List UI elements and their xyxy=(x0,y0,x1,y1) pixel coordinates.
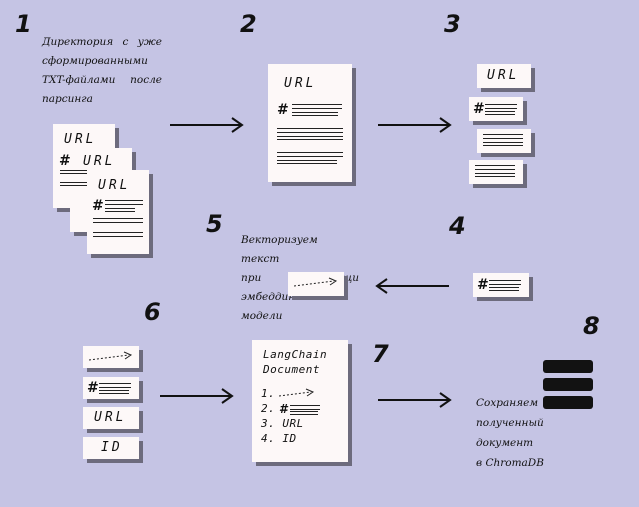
text-line xyxy=(489,287,519,291)
step-number-1: 1 xyxy=(15,10,32,38)
dashed-arrow-icon xyxy=(279,388,315,397)
metadata-url-card: URL xyxy=(83,407,139,429)
text-line xyxy=(93,232,143,237)
document-items: 1. 2. # 3. URL 4. ID xyxy=(261,386,345,446)
hash-icon: # xyxy=(87,380,99,396)
hash-icon: # xyxy=(277,102,289,118)
text-line xyxy=(292,112,338,116)
arrow-icon xyxy=(170,117,244,133)
step5-line: модели xyxy=(241,310,283,322)
document-title-line: LangChain xyxy=(263,348,328,361)
document-item: 3. URL xyxy=(261,417,304,430)
step5-line: Векторизуем текст xyxy=(241,234,318,265)
txt-file-card-front: URL # xyxy=(87,170,149,254)
hash-icon: # xyxy=(92,198,104,214)
text-line xyxy=(290,411,318,415)
hash-icon: # xyxy=(59,153,71,169)
text-line xyxy=(277,128,343,133)
metadata-embedding-card xyxy=(83,346,139,368)
arrow-icon xyxy=(375,278,449,294)
text-line xyxy=(489,280,521,285)
document-title: LangChain Document xyxy=(263,347,327,377)
step8-line: Сохраняем xyxy=(476,397,539,409)
text-line xyxy=(99,383,131,388)
text-line xyxy=(105,208,135,212)
chunk-text-card xyxy=(469,160,523,184)
step1-line: сформированными xyxy=(42,55,148,67)
embedding-vector-card xyxy=(288,272,344,296)
selected-chunk-card: # xyxy=(473,273,529,297)
metadata-heading-card: # xyxy=(83,377,139,399)
text-line xyxy=(60,170,92,174)
step8-line: полученный документ xyxy=(476,417,544,449)
text-line xyxy=(485,104,517,109)
url-label: URL xyxy=(487,68,520,83)
hash-icon: # xyxy=(477,277,489,293)
step-number-7: 7 xyxy=(372,340,389,368)
arrow-icon xyxy=(378,392,452,408)
dashed-arrow-icon xyxy=(294,277,338,287)
step1-line: TXT-файлами после xyxy=(42,74,162,86)
text-line xyxy=(292,104,342,109)
text-line xyxy=(483,142,523,146)
step-number-8: 8 xyxy=(583,312,600,340)
chunk-url-card: URL xyxy=(477,64,531,88)
step1-line: парсинга xyxy=(42,93,93,105)
step-number-3: 3 xyxy=(444,10,461,38)
database-layer xyxy=(543,360,593,373)
text-line xyxy=(290,405,320,410)
parsed-document-card: URL # xyxy=(268,64,352,182)
arrow-icon xyxy=(378,117,452,133)
step-number-6: 6 xyxy=(144,298,161,326)
chunk-text-card xyxy=(477,129,531,153)
text-line xyxy=(60,182,92,186)
hash-icon: # xyxy=(473,101,485,117)
hash-icon: # xyxy=(279,402,288,416)
text-line xyxy=(483,134,523,139)
text-line xyxy=(485,111,515,115)
document-item: 1. xyxy=(261,386,345,401)
document-item-number: 1. xyxy=(261,387,276,400)
arrow-icon xyxy=(160,388,234,404)
step-number-5: 5 xyxy=(206,210,223,238)
text-line xyxy=(277,160,337,164)
id-label: ID xyxy=(101,440,123,455)
document-title-line: Document xyxy=(263,363,320,376)
step1-description: Директория с уже сформированными TXT-фай… xyxy=(42,33,162,109)
text-line xyxy=(93,218,143,223)
text-line xyxy=(475,165,515,170)
step8-description: Сохраняем полученный документ в ChromaDB xyxy=(476,393,596,473)
url-label: URL xyxy=(284,76,317,91)
database-layer xyxy=(543,378,593,391)
url-label: URL xyxy=(64,132,97,147)
text-line xyxy=(277,136,343,140)
langchain-document-card: LangChain Document 1. 2. # 3. URL 4. ID xyxy=(252,340,348,462)
step-number-4: 4 xyxy=(449,212,466,240)
metadata-id-card: ID xyxy=(83,437,139,459)
url-label: URL xyxy=(98,178,131,193)
document-item: 2. # xyxy=(261,401,345,416)
step8-line: в ChromaDB xyxy=(476,457,544,469)
url-label: URL xyxy=(94,410,127,425)
document-item-number: 2. xyxy=(261,402,276,415)
step1-line: Директория с уже xyxy=(42,36,162,48)
document-item: 4. ID xyxy=(261,432,297,445)
text-line xyxy=(475,173,515,177)
text-line xyxy=(105,200,143,205)
url-label: URL xyxy=(83,154,116,169)
dashed-arrow-icon xyxy=(89,351,133,361)
text-line xyxy=(99,390,129,394)
chunk-heading-card: # xyxy=(469,97,523,121)
database-layer xyxy=(543,396,593,409)
text-line xyxy=(277,152,343,157)
step-number-2: 2 xyxy=(240,10,257,38)
